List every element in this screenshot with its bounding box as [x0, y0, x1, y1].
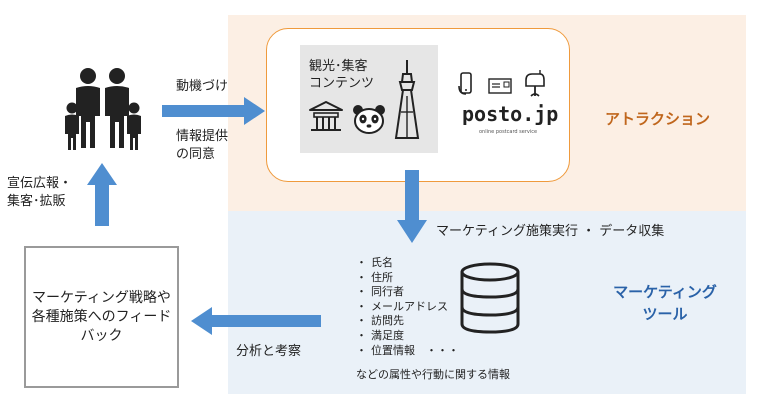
contents-title: 観光･集客 コンテンツ — [309, 59, 375, 91]
arrow-left-analysis — [191, 307, 321, 335]
analysis-label: 分析と考察 — [236, 344, 302, 359]
attraction-label: アトラクション — [605, 110, 711, 128]
execution-label: マーケティング施策実行 ・ データ収集 — [436, 224, 665, 239]
arrow-down-execution — [397, 170, 427, 243]
panda-icon — [353, 105, 385, 134]
mailbox-icon — [525, 70, 545, 97]
temple-icon — [309, 101, 343, 131]
consent-label: 情報提供 の同意 — [176, 129, 229, 162]
list-item: 位置情報 ・・・ — [356, 344, 459, 359]
attribute-info-note: などの属性や行動に関する情報 — [356, 368, 510, 381]
posto-jp-logo: posto.jp — [462, 102, 559, 126]
arrow-up-promotion — [87, 163, 117, 226]
arrow-motivation — [162, 97, 265, 125]
list-item: 訪問先 — [356, 314, 459, 329]
list-item: 同行者 — [356, 285, 459, 300]
contents-panel — [300, 45, 438, 153]
postcard-icon — [488, 78, 512, 94]
feedback-box: マーケティング戦略や各種施策へのフィードバック — [24, 246, 179, 388]
motivation-label: 動機づけ — [176, 79, 229, 94]
data-items-list: 氏名 住所 同行者 メールアドレス 訪問先 満足度 位置情報 ・・・ — [356, 256, 459, 358]
tower-icon — [394, 60, 420, 139]
list-item: 住所 — [356, 271, 459, 286]
database-icon — [460, 262, 520, 334]
posto-jp-tagline: online postcard service — [479, 129, 538, 135]
list-item: 満足度 — [356, 329, 459, 344]
feedback-text: マーケティング戦略や各種施策へのフィードバック — [31, 289, 172, 344]
promotion-label: 宣伝広報・ 集客･拡販 — [7, 176, 73, 209]
list-item: メールアドレス — [356, 300, 459, 315]
list-item: 氏名 — [356, 256, 459, 271]
phone-icon — [458, 72, 472, 95]
marketing-tool-band — [228, 211, 746, 394]
marketing-tool-label: マーケティング ツール — [613, 283, 717, 323]
family-icon — [65, 68, 141, 150]
